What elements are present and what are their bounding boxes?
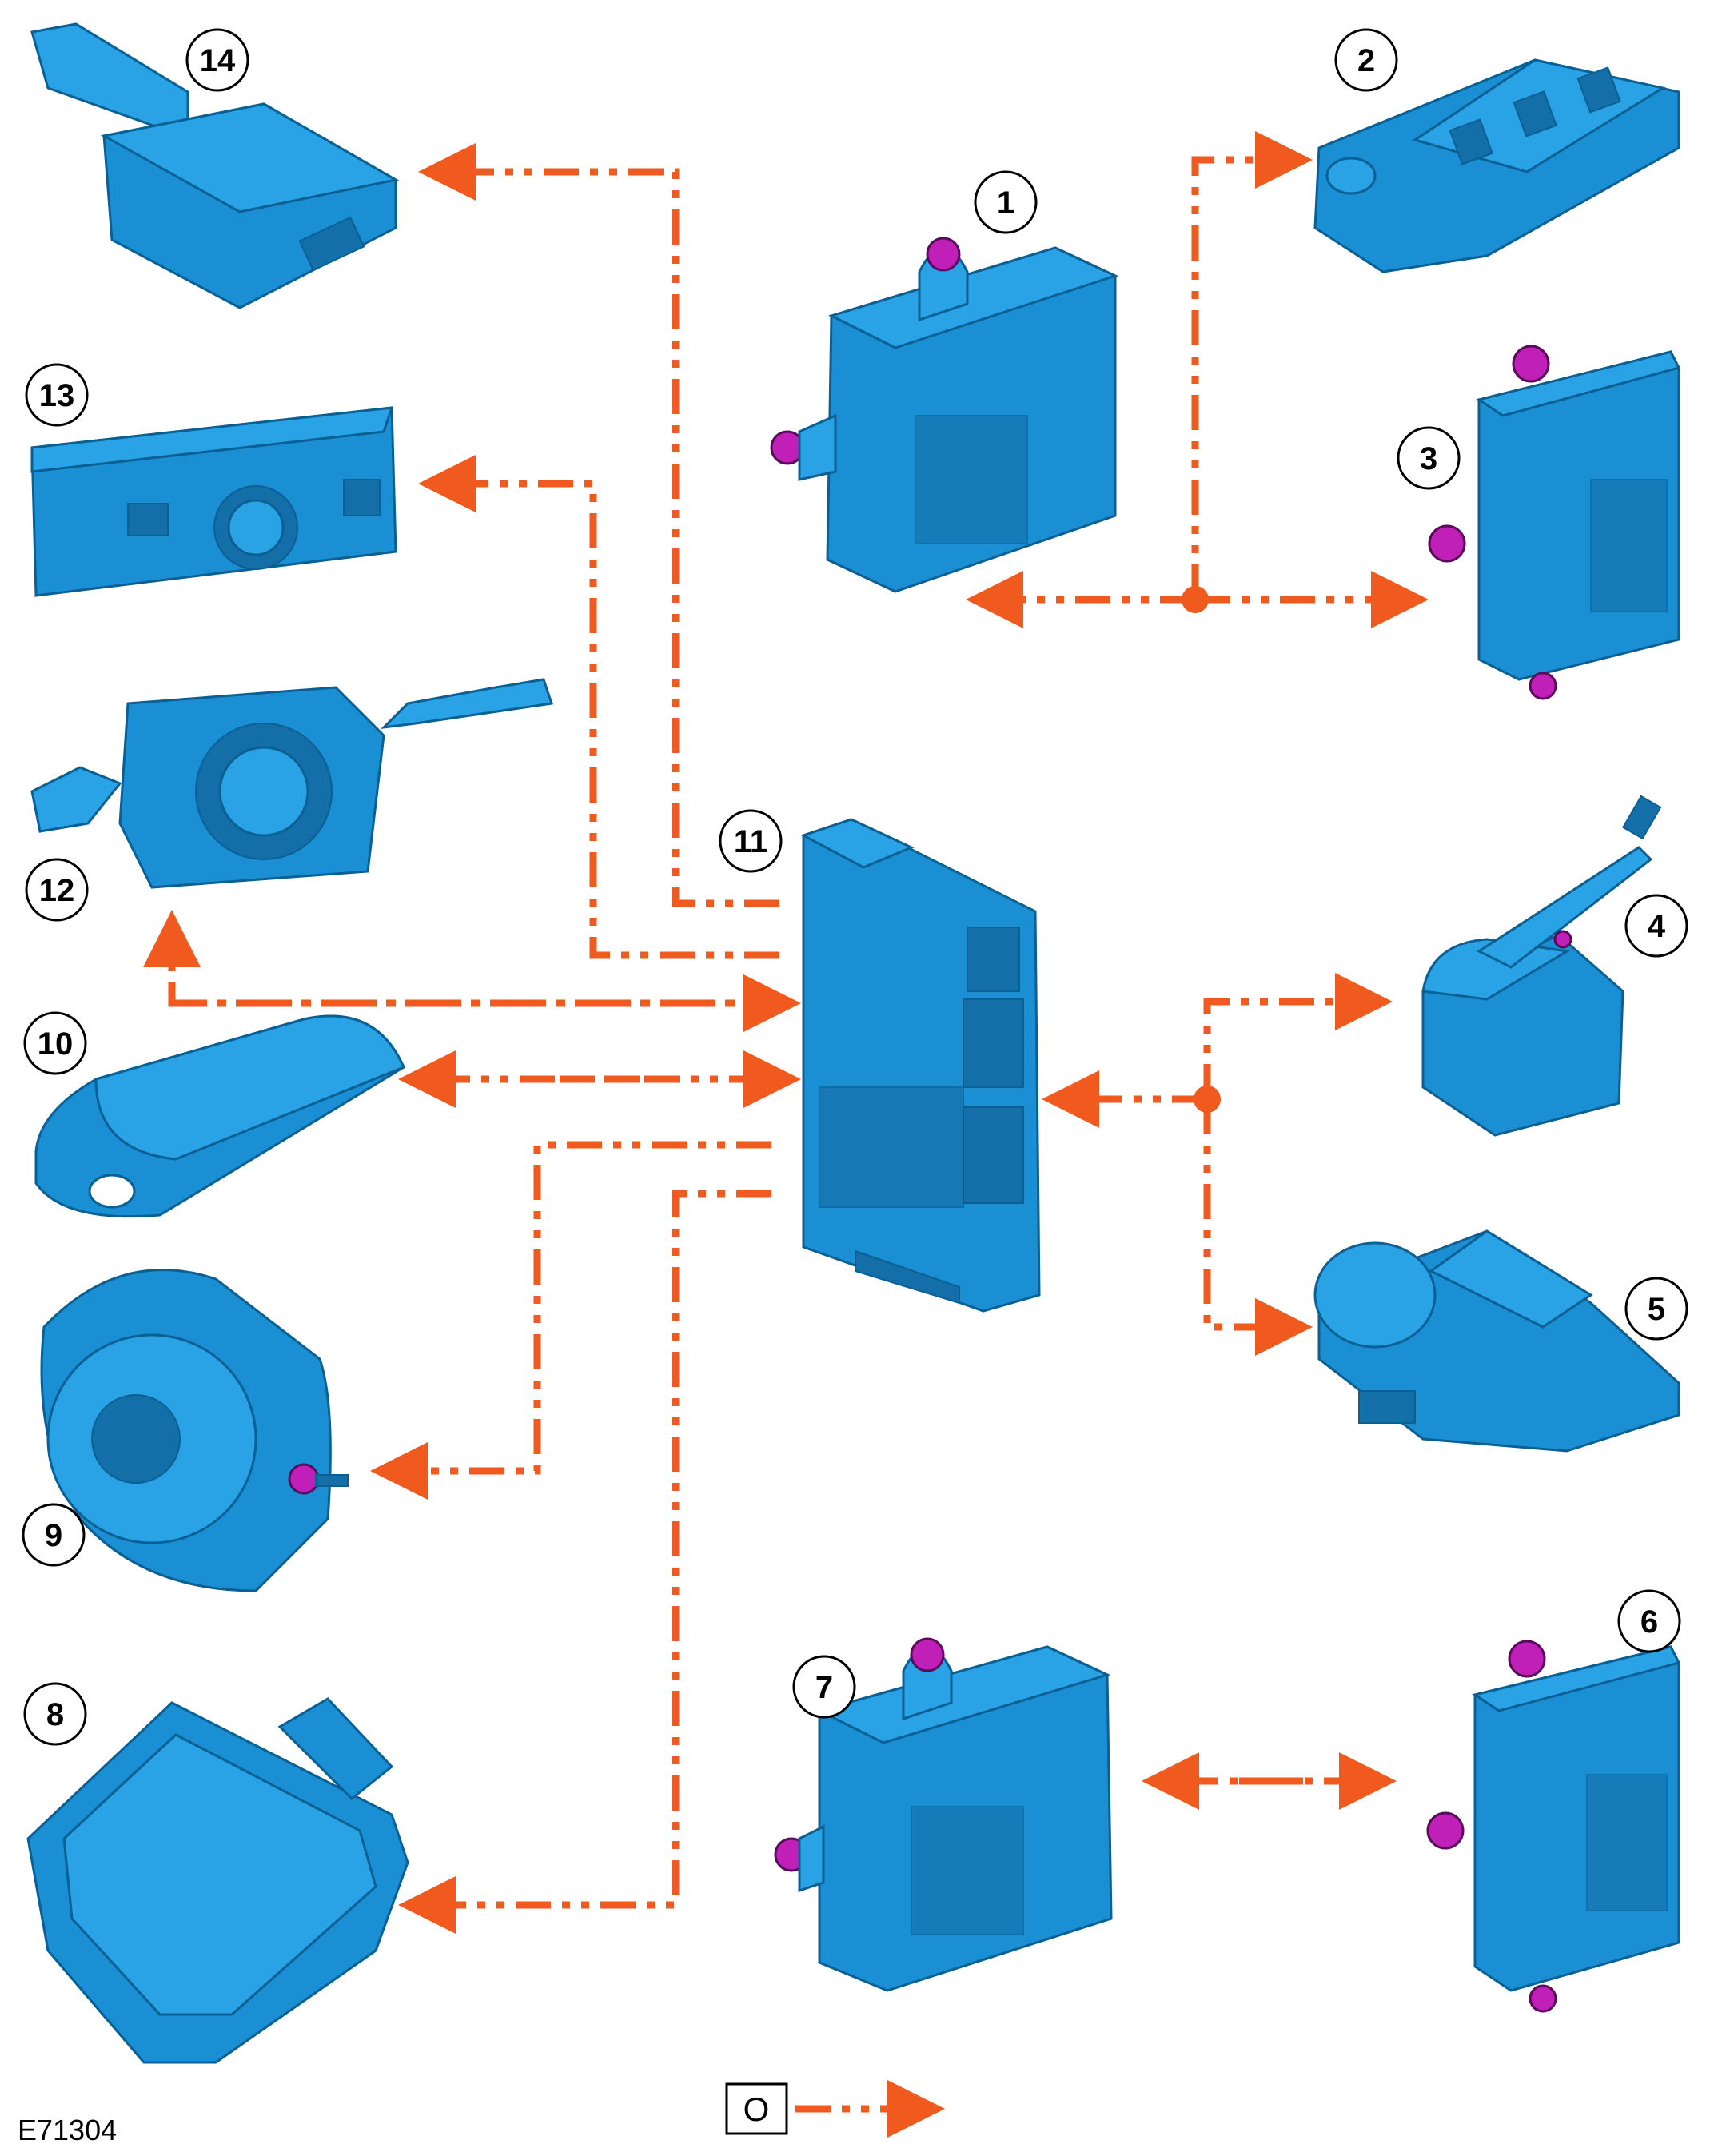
component-11	[800, 818, 1041, 1313]
link-11-to-9	[370, 1141, 771, 1500]
component-14	[30, 22, 400, 309]
component-1	[770, 237, 1119, 593]
legend-box	[725, 2082, 788, 2135]
component-2	[1313, 58, 1680, 273]
callout-4: 4	[1624, 894, 1688, 958]
svg-text:12: 12	[39, 873, 75, 908]
figure-code: E71304	[18, 2114, 117, 2146]
svg-text:8: 8	[46, 1697, 64, 1732]
callout-1: 1	[974, 170, 1038, 234]
component-12	[30, 678, 553, 889]
legend-label: O	[743, 2090, 770, 2128]
component-9	[40, 1269, 349, 1592]
link-11-to-8	[398, 1190, 771, 1934]
callout-12: 12	[25, 858, 89, 922]
link-bus-2	[1191, 131, 1313, 600]
svg-text:5: 5	[1648, 1292, 1665, 1327]
connections	[143, 131, 1429, 1934]
component-10	[34, 1014, 405, 1218]
svg-text:14: 14	[200, 43, 236, 78]
svg-text:6: 6	[1640, 1604, 1658, 1640]
component-6	[1426, 1640, 1681, 2013]
junction-dot-icon	[1182, 586, 1209, 613]
svg-text:9: 9	[45, 1518, 62, 1553]
callout-10: 10	[23, 1011, 87, 1075]
link-junction-to-4	[1203, 973, 1393, 1099]
svg-text:13: 13	[39, 378, 75, 413]
callout-11: 11	[719, 809, 783, 873]
callout-14: 14	[185, 28, 249, 92]
component-5	[1313, 1229, 1680, 1453]
legend: O	[725, 2080, 945, 2138]
component-4	[1421, 795, 1662, 1137]
component-3	[1428, 345, 1681, 700]
svg-text:7: 7	[815, 1670, 833, 1705]
junction-dot-icon	[1194, 1086, 1221, 1113]
callouts: 1 2 3 4 5 6 7 8 9 10 11 12 13 14	[22, 28, 1688, 1746]
svg-text:1: 1	[997, 185, 1014, 221]
svg-text:4: 4	[1648, 909, 1666, 944]
callout-5: 5	[1624, 1277, 1688, 1341]
callout-13: 13	[25, 363, 89, 427]
link-11-to-13	[418, 455, 779, 959]
callout-9: 9	[22, 1503, 86, 1567]
svg-text:2: 2	[1357, 43, 1375, 78]
callout-7: 7	[792, 1655, 856, 1719]
svg-text:3: 3	[1420, 441, 1437, 476]
link-11-to-14	[418, 143, 779, 907]
callout-2: 2	[1334, 28, 1398, 92]
link-junction-to-5	[1203, 1099, 1313, 1356]
callout-8: 8	[23, 1682, 87, 1746]
svg-text:11: 11	[734, 824, 767, 859]
link-11-to-12	[143, 910, 779, 1007]
svg-text:10: 10	[38, 1026, 74, 1062]
component-8	[26, 1697, 409, 2064]
callout-6: 6	[1617, 1589, 1681, 1653]
callout-3: 3	[1397, 426, 1461, 490]
component-13	[30, 406, 397, 597]
component-7	[774, 1637, 1113, 1992]
